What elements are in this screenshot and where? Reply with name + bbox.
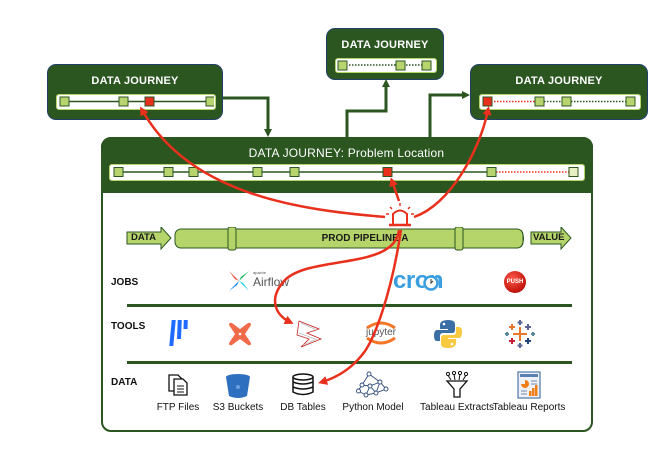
data-item-label: Tableau Reports bbox=[492, 402, 566, 413]
journey-node[interactable] bbox=[421, 60, 432, 71]
main-panel: DATA JOURNEY: Problem Location bbox=[100, 136, 593, 432]
clock-icon bbox=[423, 275, 439, 291]
journey-node-pending[interactable] bbox=[568, 166, 578, 177]
connector-left-journey bbox=[222, 96, 272, 137]
journey-box-left[interactable]: DATA JOURNEY bbox=[47, 64, 223, 120]
journey-box-top[interactable]: DATA JOURNEY bbox=[326, 28, 444, 80]
row-separator bbox=[127, 361, 572, 364]
journey-track bbox=[335, 58, 437, 73]
journey-node-error[interactable] bbox=[382, 166, 392, 177]
database-icon bbox=[292, 373, 314, 396]
push-button-icon[interactable]: PUSH bbox=[504, 271, 526, 293]
connector-right-journey bbox=[428, 91, 470, 137]
jupyter-label: jupyter bbox=[365, 327, 396, 338]
row-label-data: DATA bbox=[111, 377, 138, 388]
journey-track bbox=[56, 94, 216, 110]
main-header: DATA JOURNEY: Problem Location bbox=[100, 136, 593, 193]
files-icon bbox=[168, 374, 188, 396]
journey-node[interactable] bbox=[118, 96, 129, 107]
airflow-icon bbox=[229, 271, 249, 291]
data-item-label: Tableau Extracts bbox=[420, 402, 494, 413]
pipeline[interactable]: DATA PROD PIPELINE A VALUE bbox=[125, 227, 573, 251]
cron-job[interactable]: cron bbox=[393, 267, 463, 295]
journey-node[interactable] bbox=[59, 96, 70, 107]
journey-node-error[interactable] bbox=[482, 96, 493, 107]
network-icon bbox=[356, 371, 389, 398]
value-output-arrow bbox=[530, 227, 572, 251]
jupyter-icon[interactable]: jupyter bbox=[361, 319, 401, 347]
data-item-tableau-extracts[interactable]: Tableau Extracts bbox=[412, 371, 502, 421]
data-item-tableau-reports[interactable]: Tableau Reports bbox=[481, 371, 577, 421]
tableau-icon[interactable] bbox=[505, 319, 535, 349]
push-label: PUSH bbox=[506, 279, 524, 285]
journey-node-error[interactable] bbox=[144, 96, 155, 107]
data-item-label: S3 Buckets bbox=[212, 402, 264, 413]
journey-title: DATA JOURNEY bbox=[515, 75, 603, 87]
report-icon bbox=[517, 371, 541, 399]
data-item-db-tables[interactable]: DB Tables bbox=[258, 373, 348, 421]
pipe-joint bbox=[454, 227, 464, 251]
pipe-joint bbox=[227, 227, 237, 251]
journey-node[interactable] bbox=[188, 166, 198, 177]
python-icon[interactable] bbox=[433, 319, 463, 349]
journey-node[interactable] bbox=[561, 96, 572, 107]
data-item-ftp-files[interactable]: FTP Files bbox=[133, 373, 223, 421]
airflow-job[interactable]: apache Airflow bbox=[227, 267, 291, 295]
data-item-python-model[interactable]: Python Model bbox=[328, 371, 418, 421]
dbt-icon[interactable] bbox=[227, 321, 253, 347]
main-title: DATA JOURNEY: Problem Location bbox=[248, 145, 445, 160]
journey-box-right[interactable]: DATA JOURNEY bbox=[470, 64, 648, 120]
journey-title: DATA JOURNEY bbox=[341, 39, 429, 51]
data-item-label: DB Tables bbox=[280, 402, 326, 413]
journey-node[interactable] bbox=[395, 60, 406, 71]
journey-node[interactable] bbox=[163, 166, 173, 177]
pipeline-input-label: DATA bbox=[131, 232, 156, 243]
journey-title: DATA JOURNEY bbox=[91, 75, 179, 87]
data-item-label: Python Model bbox=[342, 402, 404, 413]
journey-node[interactable] bbox=[113, 166, 123, 177]
journey-node[interactable] bbox=[486, 166, 496, 177]
journey-node[interactable] bbox=[337, 60, 348, 71]
journey-node[interactable] bbox=[625, 96, 636, 107]
journey-track bbox=[479, 94, 641, 110]
row-label-jobs: JOBS bbox=[111, 277, 139, 288]
airflow-label: Airflow bbox=[253, 275, 290, 289]
row-label-tools: TOOLS bbox=[111, 321, 146, 332]
journey-node[interactable] bbox=[289, 166, 299, 177]
journey-node[interactable] bbox=[534, 96, 545, 107]
connector-top-journey bbox=[345, 79, 390, 137]
journey-node[interactable] bbox=[205, 96, 214, 107]
fivetran-icon[interactable] bbox=[169, 319, 189, 347]
data-input-arrow bbox=[126, 227, 172, 251]
sql-server-icon[interactable] bbox=[293, 319, 325, 349]
airflow-brand: apache bbox=[253, 270, 267, 275]
bucket-icon bbox=[226, 374, 250, 398]
pipeline-output-label: VALUE bbox=[533, 232, 565, 243]
row-separator bbox=[127, 304, 572, 307]
data-item-label: FTP Files bbox=[156, 402, 200, 413]
pipe-end bbox=[520, 229, 524, 248]
data-item-s3-buckets[interactable]: S3 Buckets bbox=[193, 373, 283, 421]
funnel-icon bbox=[445, 371, 469, 398]
journey-node[interactable] bbox=[252, 166, 262, 177]
pipeline-name: PROD PIPELINE A bbox=[321, 233, 409, 244]
main-journey-track bbox=[108, 163, 585, 181]
